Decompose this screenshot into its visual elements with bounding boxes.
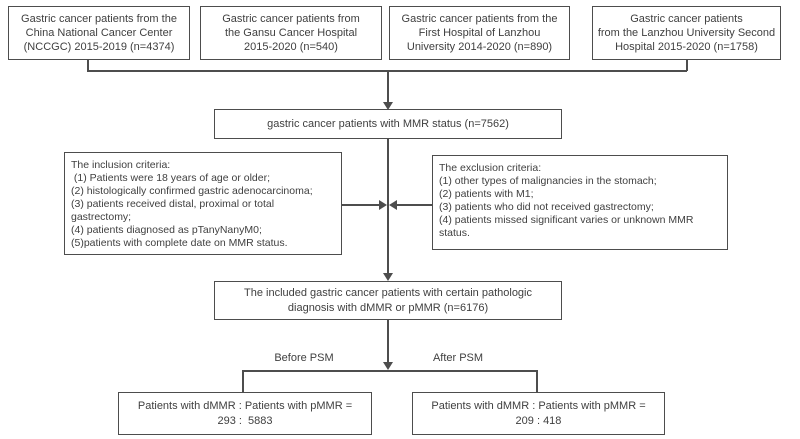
connector-after-psm-drop [536, 370, 538, 392]
source-box-lanzhou-second-hospital: Gastric cancer patients from the Lanzhou… [592, 6, 781, 60]
arrowhead-down-split-icon [383, 362, 393, 370]
connector-inclusion-arrow-line [342, 204, 380, 206]
arrowhead-down-pooled-icon [383, 102, 393, 110]
outcome-before-psm-box: Patients with dMMR : Patients with pMMR … [118, 392, 372, 435]
source-box-first-hospital-lanzhou: Gastric cancer patients from the First H… [389, 6, 570, 60]
connector-pooled-to-included [387, 139, 389, 274]
before-psm-label: Before PSM [274, 352, 334, 364]
connector-split-line [242, 370, 538, 372]
pooled-patients-box: gastric cancer patients with MMR status … [214, 109, 562, 139]
inclusion-criteria-box: The inclusion criteria: (1) Patients wer… [64, 152, 342, 255]
connector-source4-drop [686, 60, 688, 71]
connector-exclusion-arrow-line [397, 204, 432, 206]
source-box-nccgc: Gastric cancer patients from the China N… [8, 6, 190, 60]
after-psm-label: After PSM [432, 352, 484, 364]
connector-before-psm-drop [242, 370, 244, 392]
connector-included-to-split [387, 320, 389, 363]
source-box-gansu: Gastric cancer patients from the Gansu C… [200, 6, 382, 60]
arrowhead-down-included-icon [383, 273, 393, 281]
included-patients-box: The included gastric cancer patients wit… [214, 281, 562, 320]
connector-source1-drop [87, 60, 89, 71]
outcome-after-psm-box: Patients with dMMR : Patients with pMMR … [412, 392, 665, 435]
arrowhead-right-inclusion-icon [379, 200, 387, 210]
arrowhead-left-exclusion-icon [389, 200, 397, 210]
exclusion-criteria-box: The exclusion criteria: (1) other types … [432, 155, 728, 250]
connector-bus-to-pooled [387, 70, 389, 103]
